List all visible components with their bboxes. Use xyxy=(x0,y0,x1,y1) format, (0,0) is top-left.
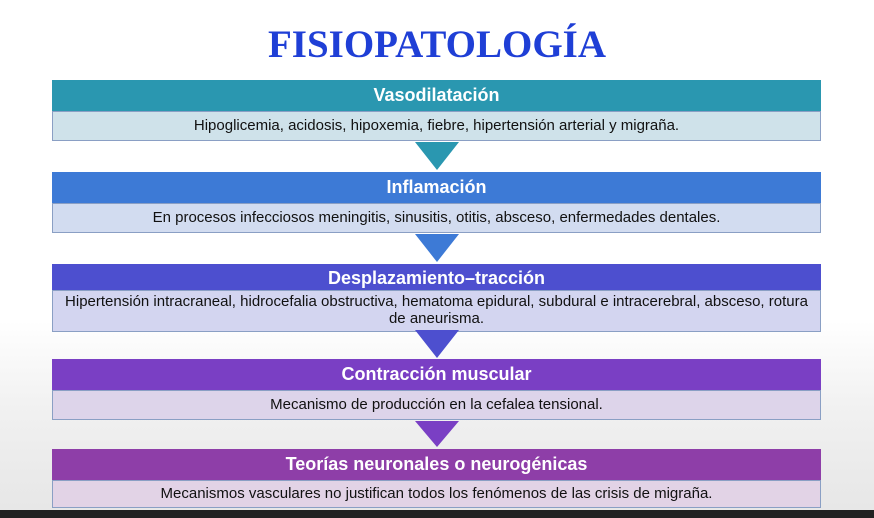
arrow-down-icon xyxy=(415,142,459,170)
step-description: Mecanismo de producción en la cefalea te… xyxy=(52,390,821,420)
step-heading: Vasodilatación xyxy=(52,80,821,111)
step-vasodilatacion: Vasodilatación Hipoglicemia, acidosis, h… xyxy=(52,80,821,141)
arrow-down-icon xyxy=(415,234,459,262)
step-heading: Contracción muscular xyxy=(52,359,821,390)
step-description: Mecanismos vasculares no justifican todo… xyxy=(52,480,821,508)
arrow-down-icon xyxy=(415,330,459,358)
step-heading: Teorías neuronales o neurogénicas xyxy=(52,449,821,480)
step-description: Hipertensión intracraneal, hidrocefalia … xyxy=(52,290,821,332)
step-description: En procesos infecciosos meningitis, sinu… xyxy=(52,203,821,233)
bottom-bar xyxy=(0,510,874,518)
step-inflamacion: Inflamación En procesos infecciosos meni… xyxy=(52,172,821,233)
arrow-down-icon xyxy=(415,421,459,447)
page-title: FISIOPATOLOGÍA xyxy=(267,23,607,66)
step-description: Hipoglicemia, acidosis, hipoxemia, fiebr… xyxy=(52,111,821,141)
step-desplazamiento-traccion: Desplazamiento–tracción Hipertensión int… xyxy=(52,264,821,332)
step-contraccion-muscular: Contracción muscular Mecanismo de produc… xyxy=(52,359,821,420)
step-teorias-neurogenicas: Teorías neuronales o neurogénicas Mecani… xyxy=(52,449,821,508)
step-heading: Inflamación xyxy=(52,172,821,203)
step-heading: Desplazamiento–tracción xyxy=(52,264,821,290)
